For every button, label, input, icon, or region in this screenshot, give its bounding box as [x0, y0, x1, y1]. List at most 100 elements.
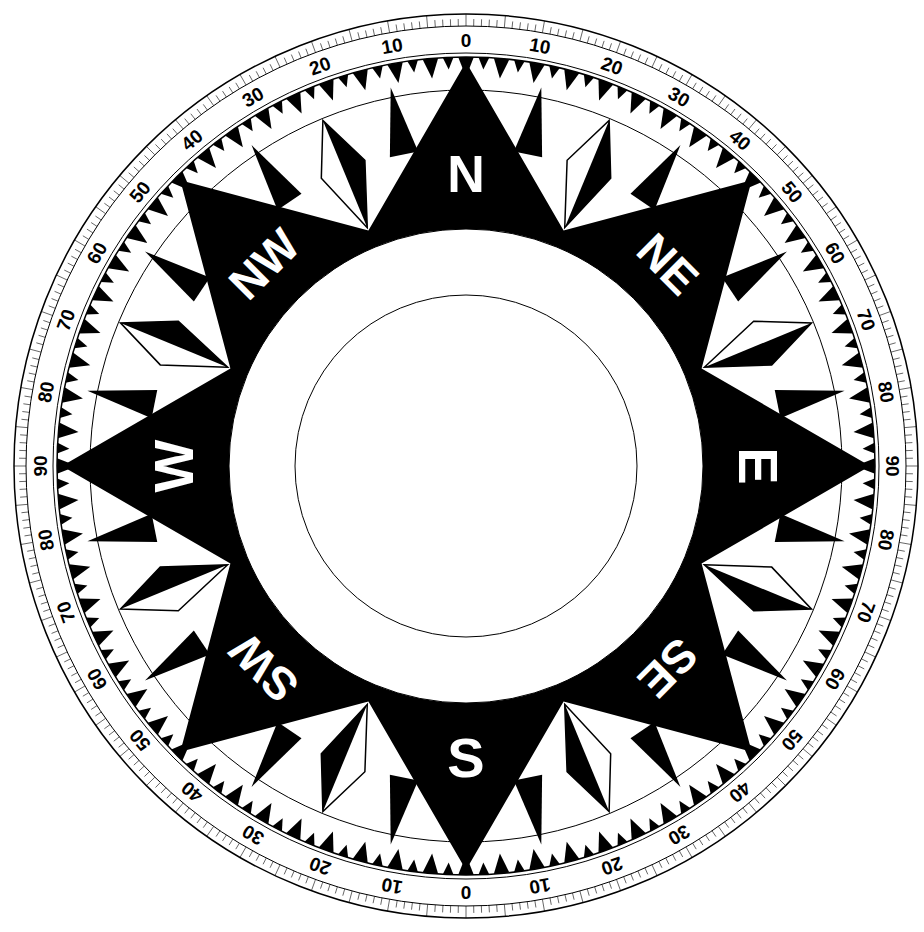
degree-tick: [843, 236, 849, 240]
degree-number: 70: [854, 307, 879, 333]
degree-tick: [882, 320, 889, 322]
degree-tick: [743, 808, 747, 813]
degree-tick: [91, 223, 97, 227]
inner-circle: [295, 295, 637, 637]
degree-number: 20: [307, 53, 333, 78]
degree-tick: [275, 865, 280, 876]
small-triangle: [661, 108, 678, 129]
degree-tick: [388, 21, 390, 33]
degree-tick: [725, 104, 729, 110]
degree-tick: [835, 706, 841, 710]
degree-tick: [19, 450, 26, 451]
degree-tick: [831, 216, 837, 220]
degree-tick: [442, 20, 443, 27]
small-triangle: [764, 716, 784, 735]
small-triangle: [785, 225, 806, 243]
degree-tick: [772, 783, 777, 788]
degree-tick: [843, 693, 849, 697]
degree-tick: [223, 91, 227, 97]
degree-tick: [659, 861, 662, 867]
small-triangle: [630, 819, 646, 840]
degree-tick: [216, 95, 220, 101]
small-triangle: [832, 598, 853, 613]
degree-tick: [743, 119, 747, 124]
degree-tick: [882, 609, 889, 611]
small-triangle: [630, 92, 646, 113]
degree-number: 80: [874, 380, 896, 404]
degree-tick: [119, 185, 124, 189]
small-triangle: [242, 801, 253, 814]
degree-tick: [868, 645, 874, 648]
degree-tick: [39, 335, 46, 337]
small-triangle: [74, 338, 87, 348]
degree-tick: [22, 411, 29, 413]
degree-tick: [119, 743, 124, 747]
degree-tick: [712, 831, 716, 837]
degree-tick: [229, 839, 233, 845]
degree-tick: [96, 207, 106, 214]
spike: [722, 252, 787, 302]
degree-tick: [419, 904, 421, 911]
degree-tick: [161, 788, 166, 793]
spike: [252, 722, 302, 787]
small-triangle: [833, 305, 846, 315]
spike: [390, 775, 418, 845]
small-triangle: [443, 863, 454, 875]
degree-tick: [373, 896, 374, 903]
degree-number: 50: [778, 726, 806, 754]
degree-number: 20: [599, 854, 625, 879]
degree-tick: [673, 71, 676, 77]
degree-tick: [884, 602, 891, 604]
degree-tick: [144, 155, 149, 160]
degree-tick: [129, 755, 134, 760]
small-triangle: [759, 186, 771, 198]
degree-tick: [858, 263, 864, 266]
degree-number: 10: [380, 35, 404, 57]
degree-tick: [16, 427, 28, 428]
degree-tick: [21, 419, 28, 421]
degree-tick: [473, 19, 474, 26]
small-triangle: [58, 423, 79, 439]
degree-tick: [270, 861, 273, 867]
degree-tick: [284, 58, 287, 64]
degree-tick: [320, 882, 322, 889]
compass-point-letter: NW: [220, 220, 307, 307]
degree-tick: [20, 489, 27, 490]
degree-tick: [731, 817, 735, 823]
star-points: [62, 62, 870, 870]
degree-tick: [766, 139, 771, 144]
small-triangle: [618, 86, 628, 99]
small-triangle: [679, 118, 690, 131]
small-triangle: [649, 818, 659, 831]
small-triangle: [69, 353, 90, 368]
degree-tick: [645, 58, 648, 64]
degree-tick: [557, 29, 558, 36]
degree-tick: [299, 52, 302, 58]
diamond-outline: [704, 321, 811, 367]
degree-tick: [731, 109, 735, 115]
small-triangle: [514, 60, 525, 73]
compass-point-letter: NE: [629, 225, 707, 303]
degree-tick: [772, 144, 777, 149]
degree-number: 30: [665, 84, 693, 111]
compass-point-letter: SE: [630, 630, 706, 706]
degree-tick: [808, 185, 813, 189]
degree-tick: [419, 21, 421, 28]
degree-tick: [104, 725, 110, 729]
degree-tick: [905, 434, 912, 435]
small-triangle: [781, 708, 794, 720]
small-triangle: [661, 803, 678, 824]
degree-tick: [749, 803, 757, 812]
degree-tick: [27, 550, 34, 551]
small-triangle: [57, 478, 69, 489]
small-triangle: [549, 66, 559, 79]
small-triangle: [225, 785, 243, 806]
small-triangle: [387, 62, 402, 83]
degree-number: 30: [665, 821, 693, 848]
degree-number: 30: [239, 821, 267, 848]
small-triangle: [801, 242, 814, 253]
degree-tick: [349, 891, 352, 903]
degree-tick: [565, 30, 567, 37]
degree-tick: [434, 20, 435, 27]
